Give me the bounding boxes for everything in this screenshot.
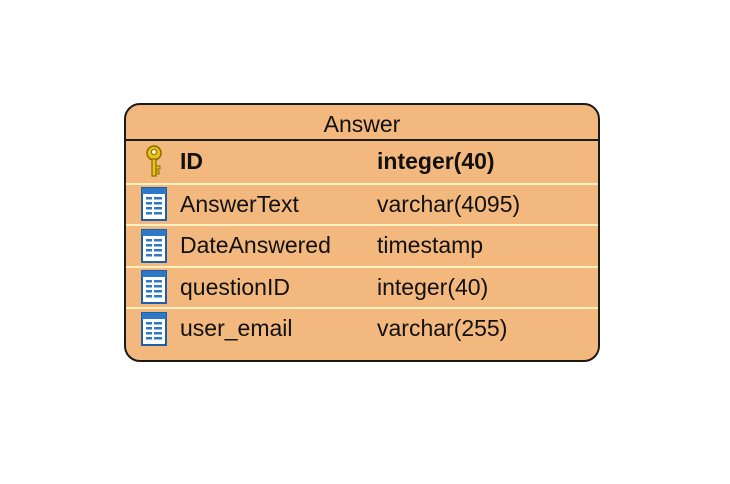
column-icon bbox=[141, 270, 167, 305]
entity-title: Answer bbox=[126, 105, 598, 141]
column-name: questionID bbox=[180, 273, 290, 300]
column-icon bbox=[141, 228, 167, 263]
column-type: varchar(4095) bbox=[377, 190, 521, 217]
column-name: AnswerText bbox=[180, 190, 299, 217]
column-type: integer(40) bbox=[377, 148, 495, 175]
column-row-questionid[interactable]: questionID integer(40) bbox=[126, 265, 598, 308]
entity-answer[interactable]: Answer ID integer(40) AnswerText varchar… bbox=[124, 103, 600, 362]
column-row-answertext[interactable]: AnswerText varchar(4095) bbox=[126, 182, 598, 225]
column-name: ID bbox=[180, 148, 203, 175]
column-icon bbox=[141, 187, 167, 222]
key-icon bbox=[146, 145, 162, 177]
column-type: varchar(255) bbox=[377, 315, 508, 342]
column-row-user-email[interactable]: user_email varchar(255) bbox=[126, 307, 598, 349]
column-name: DateAnswered bbox=[180, 232, 331, 259]
column-icon bbox=[141, 311, 167, 346]
column-row-dateanswered[interactable]: DateAnswered timestamp bbox=[126, 224, 598, 266]
column-name: user_email bbox=[180, 315, 293, 342]
column-row-id[interactable]: ID integer(40) bbox=[126, 141, 598, 183]
column-type: integer(40) bbox=[377, 273, 489, 300]
column-type: timestamp bbox=[377, 232, 484, 259]
